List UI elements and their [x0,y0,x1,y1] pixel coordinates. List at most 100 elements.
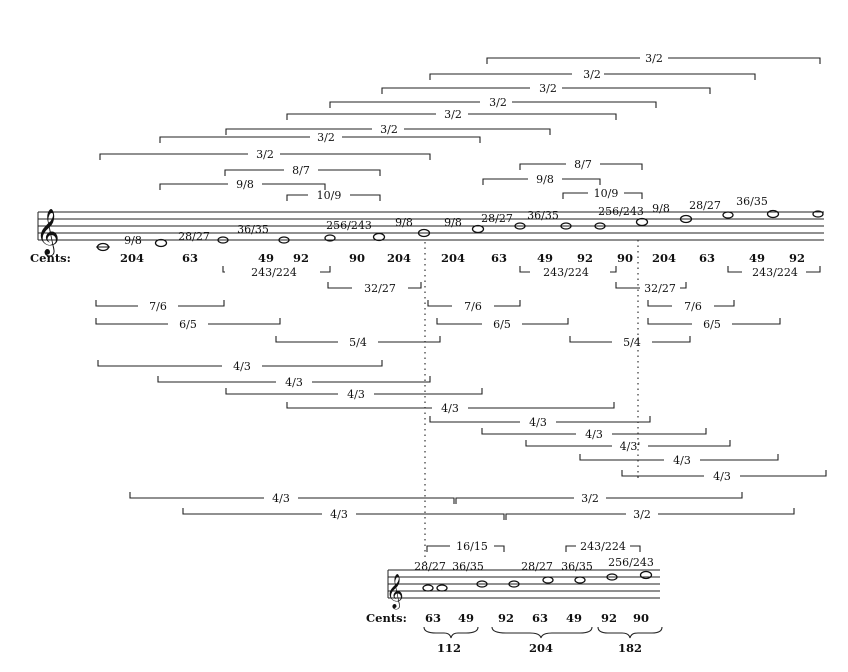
ratio-label: 5/4 [623,336,641,349]
staff2-notes [422,570,653,592]
ratio-label: 243/224 [251,266,297,279]
note [606,573,618,581]
ratio-label: 3/2 [444,108,462,121]
ratio-label: 4/3 [713,470,731,483]
ratio-label: 3/2 [633,508,651,521]
ratio-label: 9/8 [236,178,254,191]
ratio-label: 9/8 [124,234,142,247]
bottom-long-brackets: 4/3 3/2 4/3 3/2 [129,492,795,521]
sum-values: 112 204 182 [437,641,642,655]
cents-value: 90 [349,251,365,265]
cents-value: 49 [537,251,553,265]
cents-value: 92 [601,611,617,625]
ratio-label: 256/243 [326,219,372,232]
ratio-label: 3/2 [380,123,398,136]
third-brackets-right: 7/6 6/5 5/4 [569,300,781,349]
ratio-label: 36/35 [452,560,484,573]
ratio-label: 4/3' [620,440,641,453]
cents-value: 92 [293,251,309,265]
cents-value: 63 [532,611,548,625]
ratio-label: 243/224 [752,266,798,279]
ratio-label: 28/27 [414,560,446,573]
note [594,222,606,230]
ratio-label: 28/27 [178,230,210,243]
cents-row-2: 63 49 92 63 49 92 90 [425,611,649,625]
cents-value: 204 [387,251,411,265]
note [324,234,336,242]
note [476,580,488,588]
ratio-label: 36/35 [561,560,593,573]
ratio-label: 10/9 [317,189,342,202]
cents-value: 204 [652,251,676,265]
ratio-label: 4/3 [272,492,290,505]
ratio-label: 3/2 [583,68,601,81]
fourth-brackets: 4/3 4/3 4/3 4/3 4/3 4/3 4/3' 4/3 4/3 [97,360,827,483]
note [574,576,586,584]
ratio-label: 36/35 [237,223,269,236]
third-brackets-left: 7/6 6/5 5/4 [95,300,441,349]
cents-row-1: 204 63 49 92 90 204 204 63 49 92 90 204 … [120,251,805,265]
lower-staff [387,569,660,599]
ratio-label: 3/2 [539,82,557,95]
ratio-label: 7/6 [149,300,167,313]
inner-left-brackets: 8/7 9/8 10/9 [159,164,381,202]
third-brackets-middle: 7/6 6/5 [427,300,569,331]
ratio-label: 36/35 [736,195,768,208]
ratio-label: 5/4 [349,336,367,349]
ratio-label: 243/224 [580,540,626,553]
cents-value: 92 [789,251,805,265]
sum-braces [423,626,663,639]
note [278,236,290,244]
ratio-label: 32/27 [364,282,396,295]
note [766,209,780,219]
top-fifth-brackets: 3/2 3/2 3/2 3/2 3/2 3/2 3/2 3/2 [99,52,821,161]
ratio-label: 256/243 [598,205,644,218]
ratio-label: 9/8 [395,216,413,229]
ratio-label: 28/27 [521,560,553,573]
sum-value: 182 [618,641,642,655]
ratio-label: 8/7 [574,158,592,171]
ratio-label: 256/243 [608,556,654,569]
cents-value: 49 [566,611,582,625]
ratio-label: 7/6 [464,300,482,313]
ratio-label: 3/2 [581,492,599,505]
note [417,228,431,238]
ratio-label: 3/2 [645,52,663,65]
ratio-label: 4/3 [529,416,547,429]
note [560,222,572,230]
ratio-label: 4/3 [285,376,303,389]
note [635,217,649,227]
bottom-small-brackets: 16/15 243/224 [426,540,641,553]
staff2-ratio-labels: 28/27 36/35 28/27 36/35 256/243 [414,556,654,573]
ratio-label: 36/35 [527,209,559,222]
note [514,222,526,230]
treble-clef-icon: 𝄞 [36,209,60,257]
sum-value: 112 [437,641,461,655]
cents-value: 49 [458,611,474,625]
cents-value: 204 [441,251,465,265]
ratio-label: 3/2 [256,148,274,161]
note [372,232,386,242]
ratio-label: 7/6 [684,300,702,313]
ratio-label: 3/2 [489,96,507,109]
ratio-label: 9/8 [536,173,554,186]
cents-value: 92 [498,611,514,625]
ratio-label: 28/27 [481,212,513,225]
cents-value: 63 [699,251,715,265]
cents-value: 49 [258,251,274,265]
ratio-label: 8/7 [292,164,310,177]
ratio-label: 4/3 [673,454,691,467]
ratio-label: 4/3 [233,360,251,373]
note [639,570,653,580]
note [422,584,434,592]
inner-right-brackets: 8/7 9/8 10/9 [482,158,643,200]
ratio-label: 32/27 [644,282,676,295]
cents-value: 90 [617,251,633,265]
cents-value: 63 [491,251,507,265]
ratio-label: 9/8 [444,216,462,229]
ratio-label: 4/3 [347,388,365,401]
lower-small-brackets: 243/224 32/27 243/224 32/27 243/224 [222,266,821,295]
ratio-label: 4/3 [441,402,459,415]
note [542,576,554,584]
